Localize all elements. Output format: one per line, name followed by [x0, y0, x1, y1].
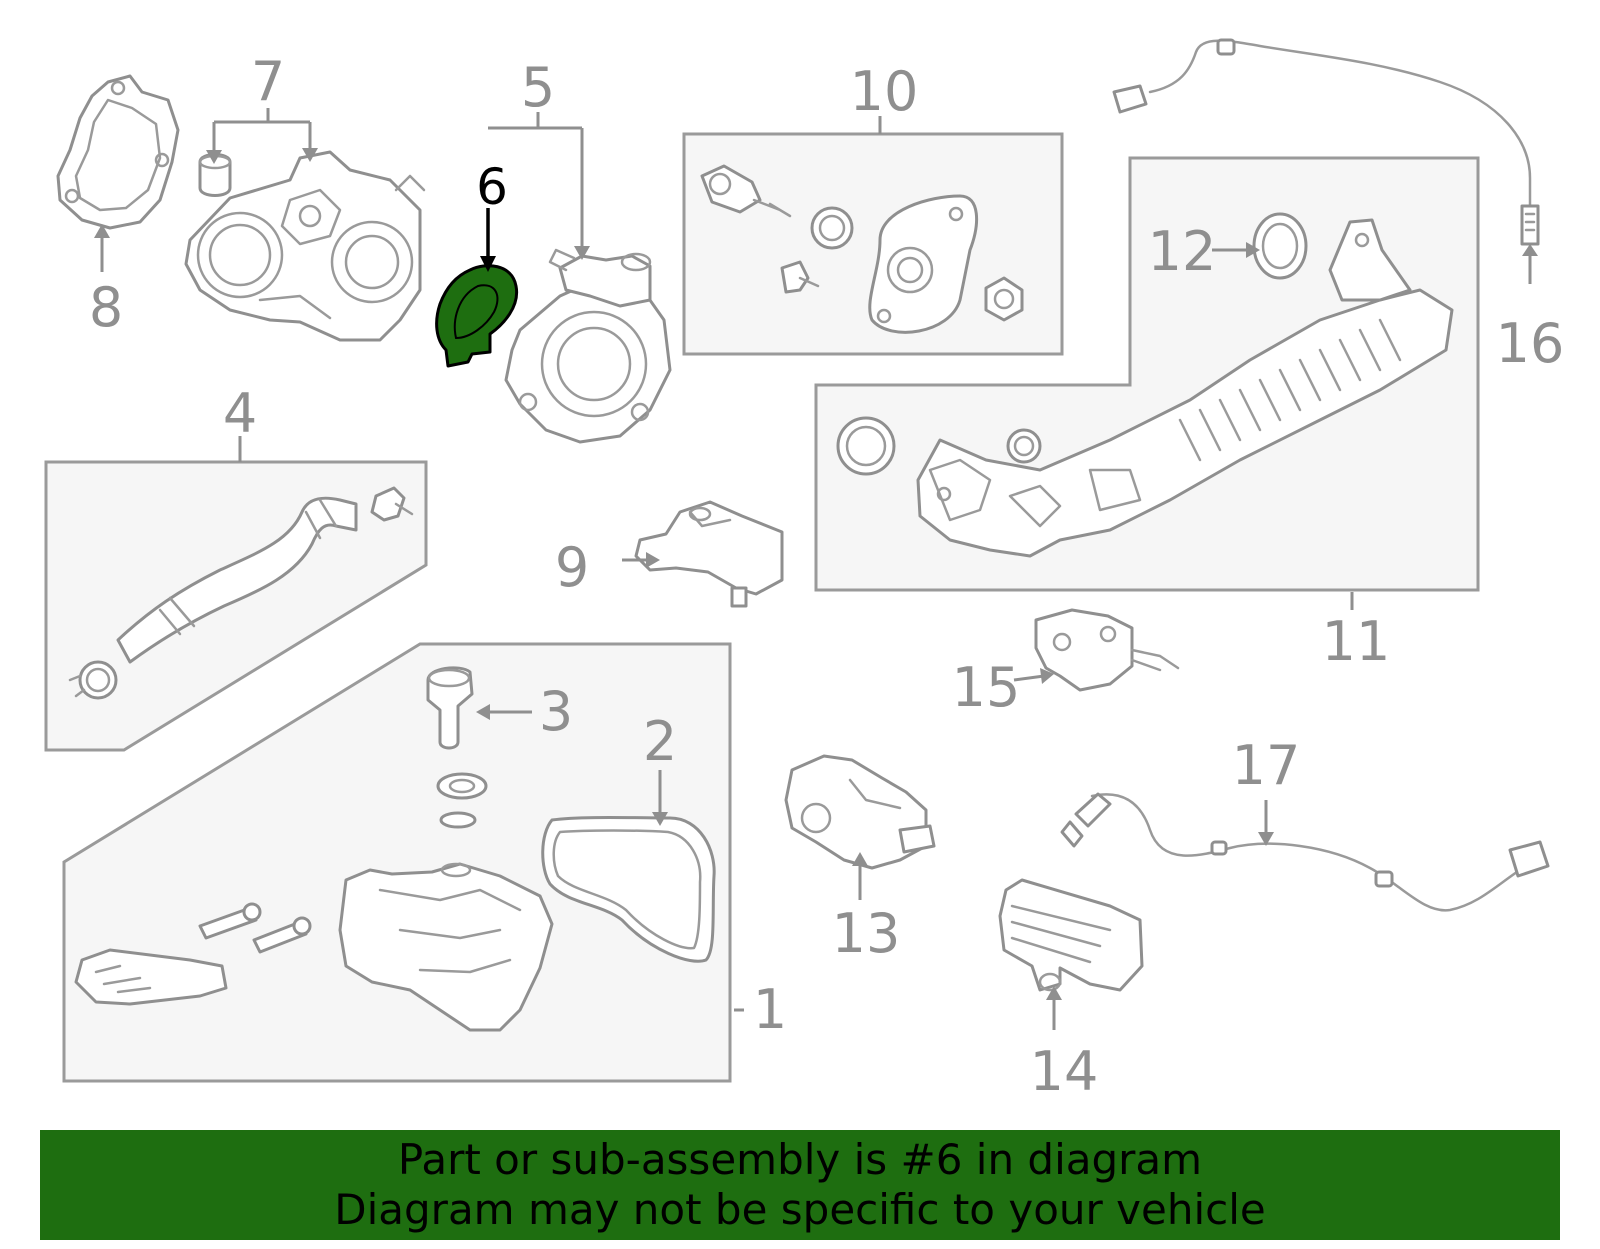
- notice-banner: Part or sub-assembly is #6 in diagram Di…: [40, 1130, 1560, 1240]
- leader-lines: [94, 108, 1538, 1030]
- gasket-part-2[interactable]: [541, 816, 716, 963]
- group-box-1: [62, 642, 732, 1083]
- component-part-14[interactable]: [998, 878, 1144, 992]
- gasket-part-6-highlighted[interactable]: [435, 264, 519, 368]
- group-box-4: [44, 460, 428, 752]
- sensor-kit-part-10[interactable]: [700, 164, 1024, 334]
- banner-line-1: Part or sub-assembly is #6 in diagram: [397, 1135, 1203, 1184]
- sensor-part-3[interactable]: [426, 666, 488, 829]
- callout-2: 2: [643, 710, 677, 773]
- hose-part-4[interactable]: [68, 486, 414, 700]
- callout-13: 13: [832, 902, 901, 965]
- banner-line-2: Diagram may not be specific to your vehi…: [334, 1185, 1266, 1234]
- callout-16: 16: [1496, 312, 1565, 375]
- pressure-sensor-part-9[interactable]: [634, 500, 784, 608]
- callout-11: 11: [1322, 610, 1391, 673]
- oxygen-sensor-part-17[interactable]: [1060, 792, 1550, 912]
- callout-3: 3: [539, 680, 573, 743]
- callout-14: 14: [1030, 1040, 1099, 1103]
- solenoid-part-15[interactable]: [1034, 608, 1180, 692]
- callout-15: 15: [952, 656, 1021, 719]
- throttle-body-part-7[interactable]: [184, 150, 426, 342]
- callout-4: 4: [223, 382, 257, 445]
- seal-part-12[interactable]: [1252, 212, 1308, 280]
- callout-9: 9: [555, 536, 589, 599]
- callout-5: 5: [521, 56, 555, 119]
- callout-8: 8: [89, 276, 123, 339]
- callout-12: 12: [1148, 220, 1217, 283]
- oxygen-sensor-part-16[interactable]: [1112, 38, 1540, 246]
- water-outlet-part-5[interactable]: [504, 248, 672, 444]
- callout-10: 10: [850, 60, 919, 123]
- callout-17: 17: [1232, 734, 1301, 797]
- callout-7: 7: [251, 50, 285, 113]
- valve-part-13[interactable]: [784, 754, 936, 870]
- callout-6: 6: [476, 158, 508, 216]
- callout-1: 1: [753, 978, 787, 1041]
- gasket-part-8[interactable]: [56, 74, 180, 230]
- egr-cooler-part-11[interactable]: [836, 218, 1454, 558]
- cover-part-1[interactable]: [74, 862, 554, 1032]
